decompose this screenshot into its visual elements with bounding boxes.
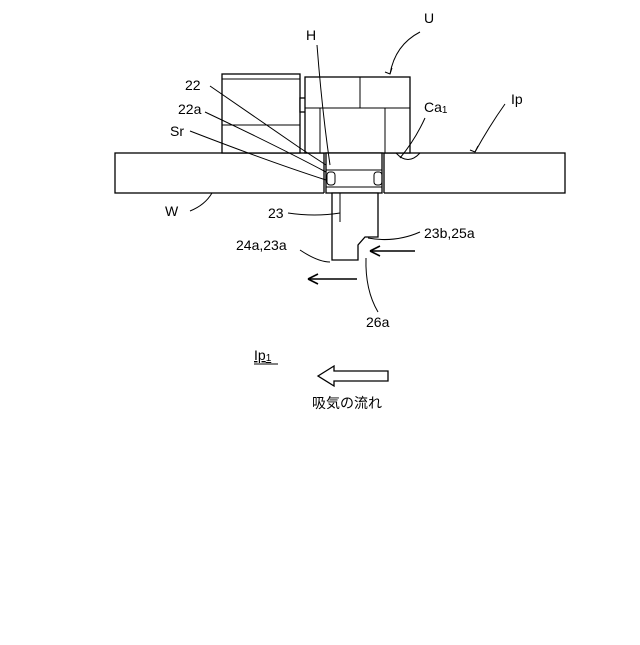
inflow-arrow	[370, 246, 415, 256]
hollow-left-arrow-icon	[318, 366, 388, 386]
label-part-22a: 22a	[178, 101, 202, 117]
flow-caption: 吸気の流れ	[312, 396, 382, 412]
label-section: Ip1	[254, 347, 272, 364]
label-seal: Sr	[170, 123, 184, 139]
label-part-24a-23a: 24a,23a	[236, 237, 287, 253]
label-plate: Ip	[511, 91, 523, 107]
label-chamfer: Ca1	[424, 99, 448, 116]
outflow-arrow	[308, 274, 357, 284]
label-part-23b-25a: 23b,25a	[424, 225, 475, 241]
label-part-23: 23	[268, 205, 284, 221]
label-workpiece: W	[165, 203, 179, 219]
label-hole: H	[306, 27, 316, 43]
label-unit: U	[424, 10, 434, 26]
insert-22a	[326, 153, 382, 193]
part-22-block	[222, 74, 306, 153]
label-part-26a: 26a	[366, 314, 390, 330]
label-part-22: 22	[185, 77, 201, 93]
